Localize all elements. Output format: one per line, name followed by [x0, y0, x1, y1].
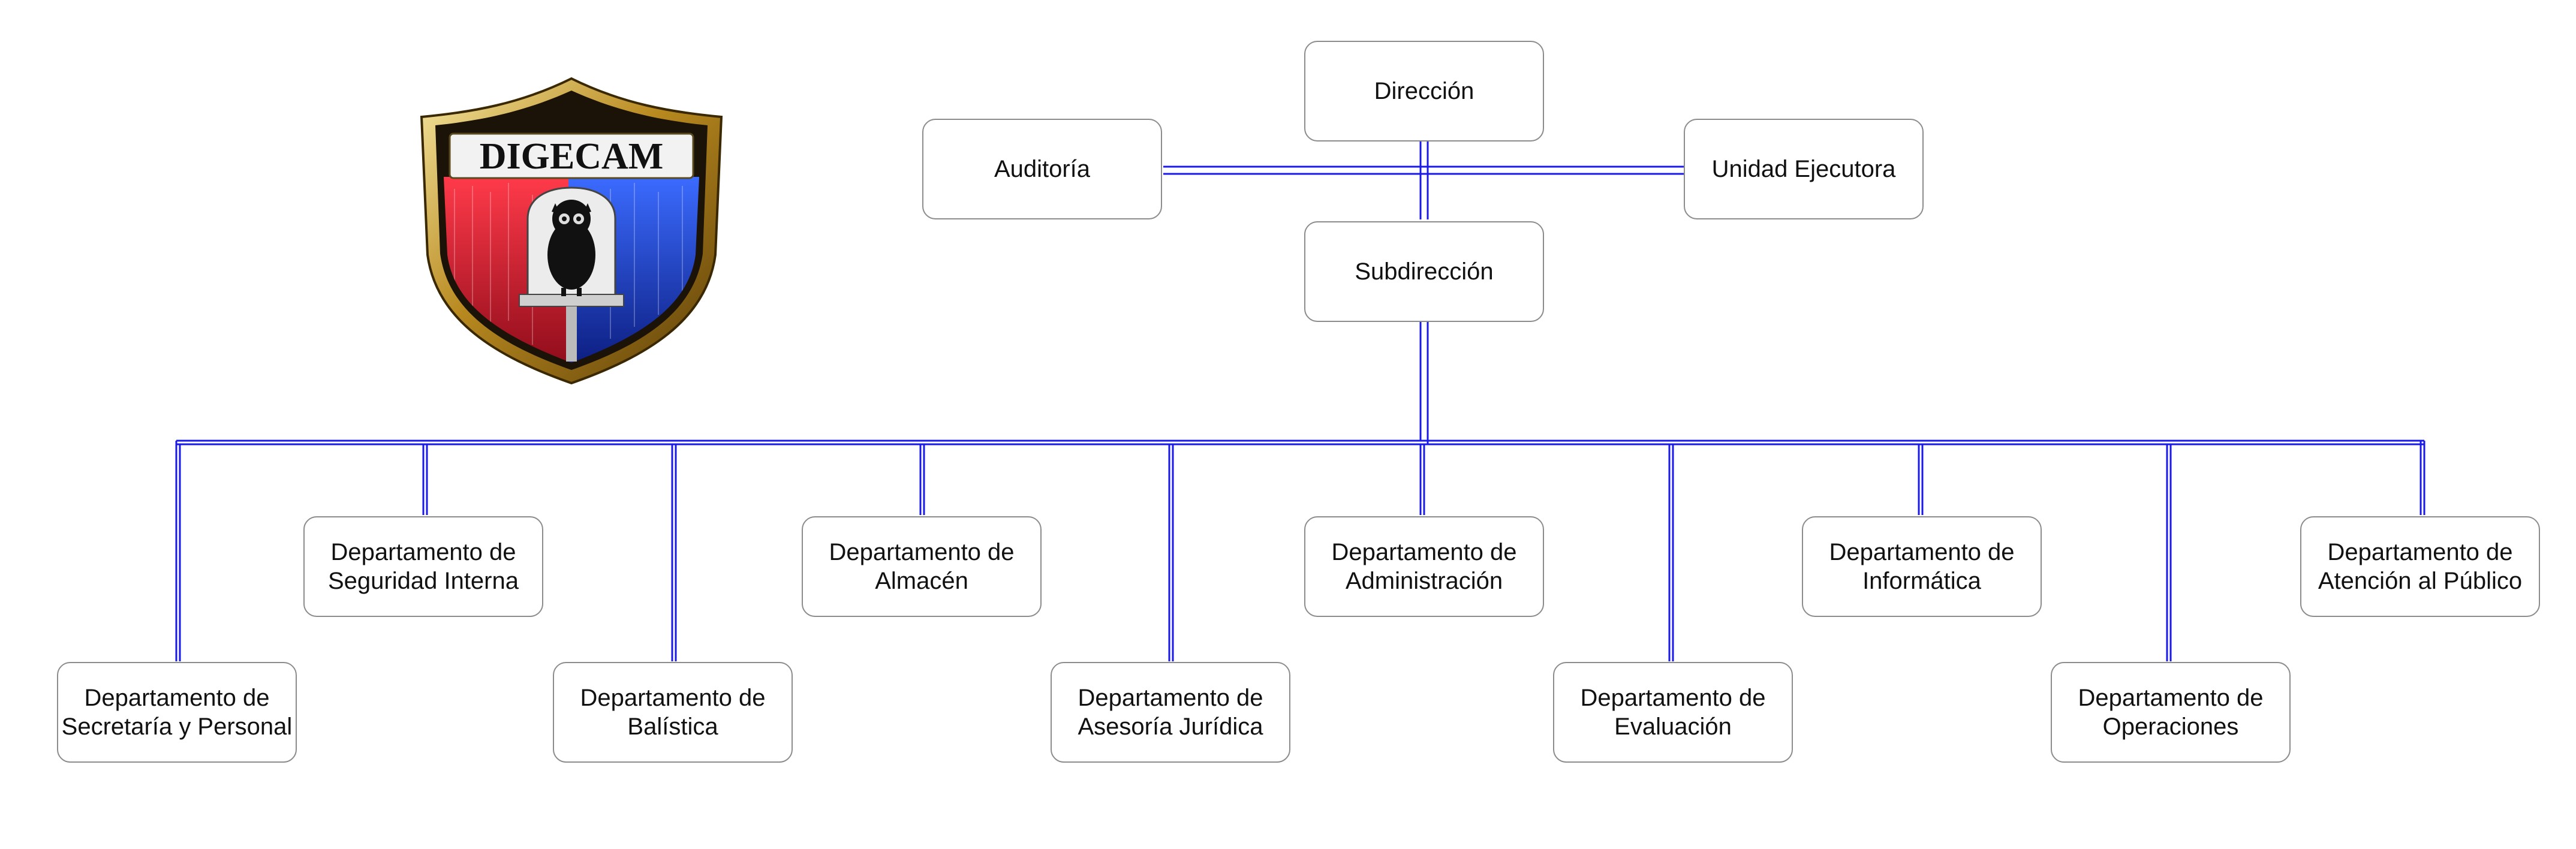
node-unidad-ejecutora: Unidad Ejecutora	[1684, 119, 1924, 219]
node-auditoria: Auditoría	[922, 119, 1162, 219]
logo-text: DIGECAM	[480, 136, 664, 177]
digecam-logo: DIGECAM	[420, 77, 723, 385]
node-subdireccion: Subdirección	[1304, 221, 1544, 322]
owl-icon	[547, 200, 595, 296]
node-direccion: Dirección	[1304, 41, 1544, 142]
